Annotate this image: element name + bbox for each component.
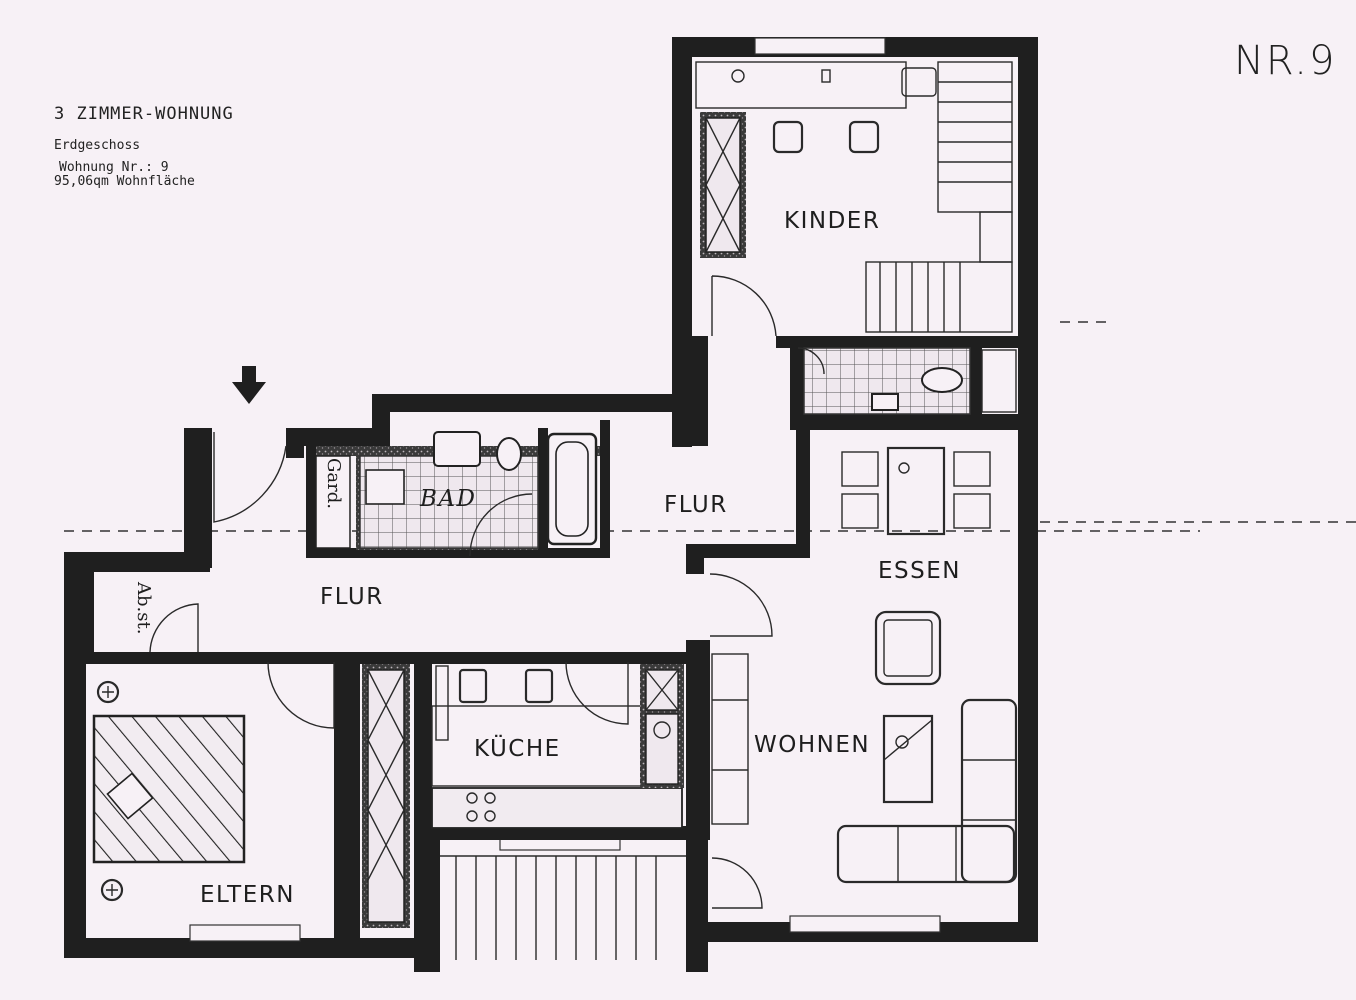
exterior-stairs [440,855,686,960]
window-kinder [754,37,886,55]
sheet-number: NR.9 [1234,38,1337,84]
dining-furniture [841,446,991,536]
bathroom-fixtures [315,431,598,549]
door-kueche [565,661,629,725]
room-label-kueche: KÜCHE [474,734,561,762]
wardrobe-eltern [362,664,410,928]
room-label-essen: ESSEN [878,558,961,584]
room-label-flur-lower: FLUR [320,584,384,610]
eltern-furniture [92,680,246,902]
room-label-wohnen: WOHNEN [754,732,870,758]
room-label-flur-upper: FLUR [664,492,728,518]
living-area: 95,06qm Wohnfläche [54,174,195,189]
plan-info-block: 3 ZIMMER-WOHNUNG Erdgeschoss Wohnung Nr.… [54,104,234,189]
door-eltern [267,661,335,729]
room-label-garderobe: Gard. [323,458,344,509]
room-label-abstell: Ab.st. [133,581,154,634]
door-bad [469,493,533,557]
kinder-furniture [695,61,1013,333]
living-furniture [711,610,1018,884]
guest-wc [803,347,1017,415]
room-label-kinder: KINDER [784,208,880,234]
entrance-arrow-icon [232,366,266,404]
door-wc [797,347,825,375]
room-label-eltern: ELTERN [200,882,295,908]
doors [149,275,825,909]
door-kinder [711,275,777,337]
kitchen-furniture [431,664,684,829]
door-abstell [149,603,199,653]
wardrobe-kinder [700,112,746,258]
door-terrace [711,857,763,909]
room-label-bad: BAD [419,486,476,512]
floor-label: Erdgeschoss [54,138,141,153]
door-wohnen [709,573,773,637]
unit-number: Wohnung Nr.: 9 [59,160,169,175]
window-wohnen [789,915,941,933]
window-eltern [189,924,301,942]
entry-door [213,432,287,523]
apartment-type-title: 3 ZIMMER-WOHNUNG [54,104,234,124]
